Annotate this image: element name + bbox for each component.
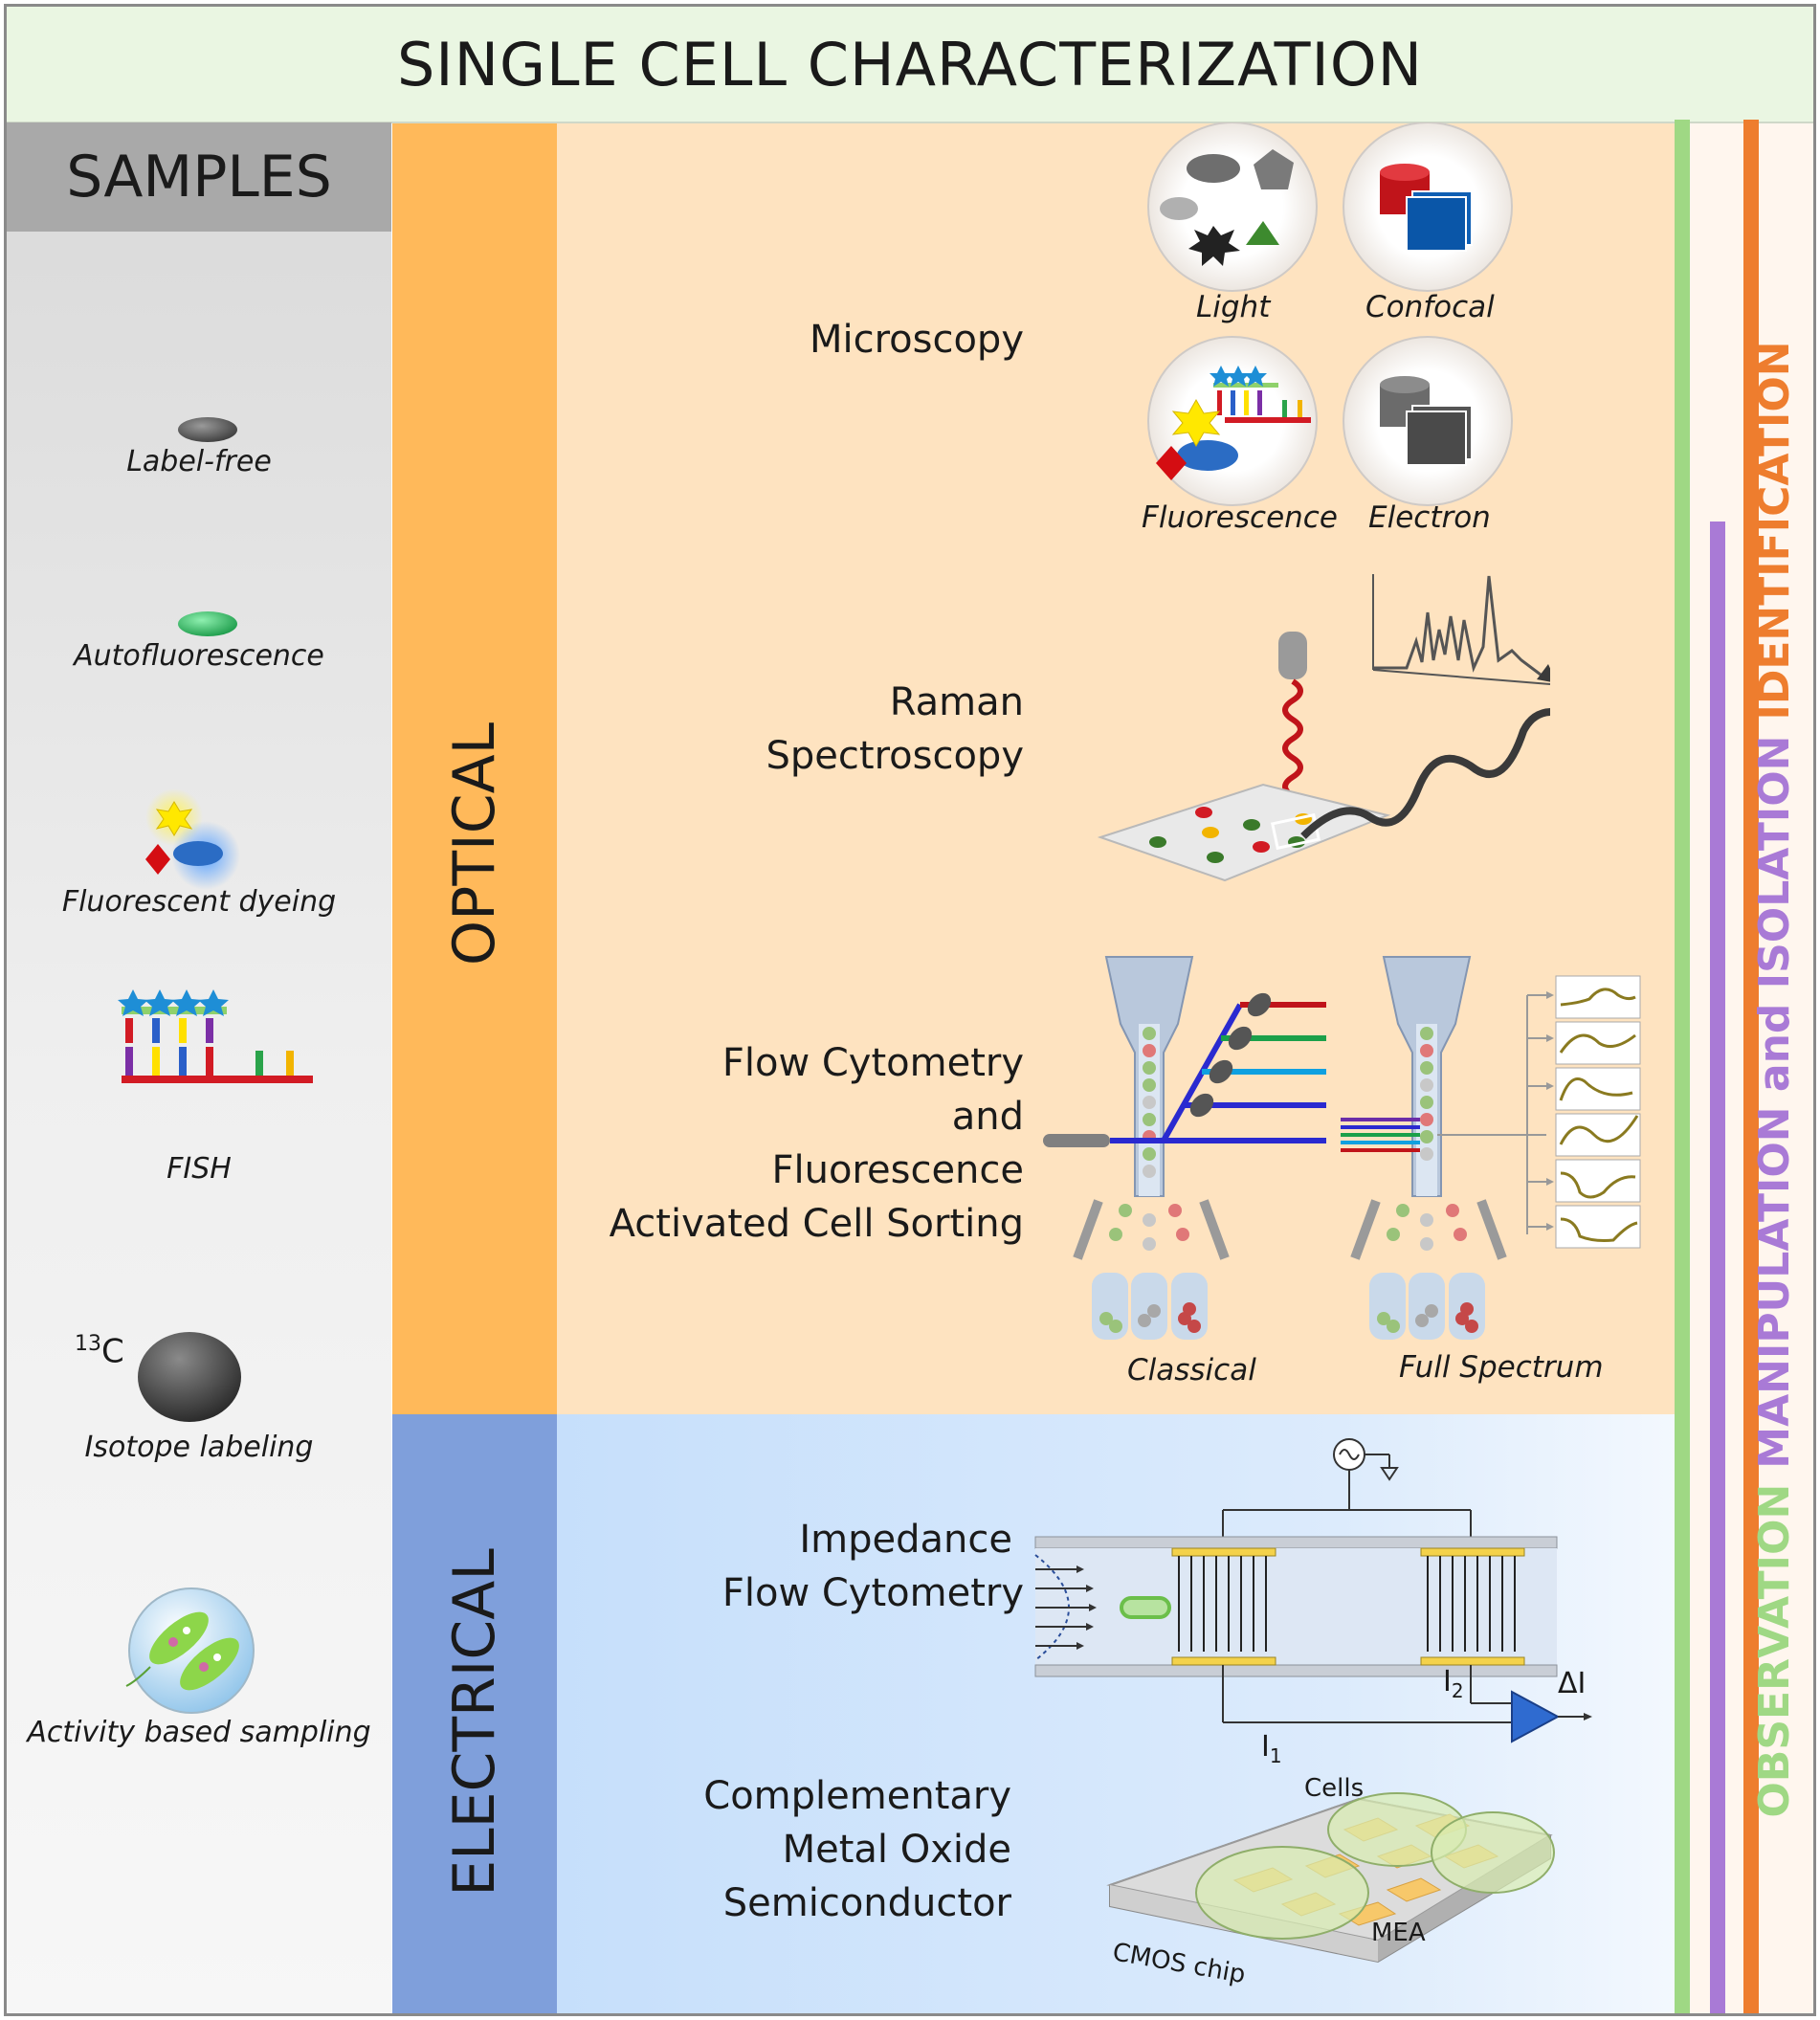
samples-heading: SAMPLES (7, 122, 391, 232)
manipulation-bar (1710, 522, 1725, 2014)
cmos-illustration (1106, 1792, 1555, 1964)
cmos-line3: Semiconductor (722, 1881, 1011, 1925)
raman-line1: Raman (889, 680, 1024, 724)
cmos-line1: Complementary (703, 1774, 1011, 1818)
page-title: SINGLE CELL CHARACTERIZATION (7, 7, 1813, 123)
fluorescent-dye-icon (145, 788, 240, 890)
raman-illustration (1097, 574, 1550, 882)
electrical-panel (557, 1414, 1676, 2013)
autofluorescence-cell-icon (178, 611, 237, 636)
method-raman: Raman Spectroscopy (689, 676, 1024, 783)
full-spectrum-flow-cell (1341, 956, 1641, 1340)
impedance-line2: Flow Cytometry (721, 1571, 1024, 1615)
current-i1-label: I1 (1261, 1730, 1282, 1767)
current-i2-label: I2 (1443, 1665, 1464, 1702)
cmos-line2: Metal Oxide (782, 1828, 1011, 1872)
caption-light: Light (1196, 290, 1271, 324)
spectrum-panels (1555, 975, 1641, 1249)
cell-blob-3 (1431, 1811, 1555, 1894)
cell-in-channel-icon (1120, 1596, 1171, 1619)
method-cmos: Complementary Metal Oxide Semiconductor (670, 1769, 1011, 1930)
isotope-mark: 13C (75, 1332, 124, 1371)
flow-line2: and (951, 1095, 1024, 1139)
caption-full-spectrum: Full Spectrum (1399, 1350, 1604, 1385)
cell-blob-1 (1195, 1846, 1369, 1940)
classical-flow-cell (1043, 956, 1326, 1340)
flow-line3: Fluorescence (771, 1148, 1024, 1192)
caption-classical: Classical (1127, 1353, 1256, 1387)
optical-panel (557, 122, 1676, 1414)
method-impedance: Impedance Flow Cytometry (670, 1513, 1024, 1620)
sample-fish: FISH (166, 1152, 232, 1186)
cmos-mea-label: MEA (1371, 1919, 1426, 1947)
sample-icons (118, 417, 313, 1714)
sample-isotope-labeling: Isotope labeling (84, 1431, 314, 1464)
flow-line1: Flow Cytometry (721, 1041, 1024, 1085)
method-flow-cytometry: Flow Cytometry and Fluorescence Activate… (574, 1036, 1024, 1251)
flow-cytometry-illustration (1043, 956, 1641, 1340)
raman-spectrum-line (1373, 575, 1542, 677)
raman-line2: Spectroscopy (766, 734, 1024, 778)
caption-confocal: Confocal (1365, 290, 1495, 324)
method-microscopy: Microscopy (809, 318, 1024, 362)
sample-activity-based: Activity based sampling (27, 1716, 371, 1749)
activity-sampling-icon (125, 1587, 255, 1714)
identification-bar (1743, 120, 1759, 2014)
sample-slide (1097, 783, 1391, 882)
sample-label-free: Label-free (126, 445, 272, 478)
label-free-cell-icon (178, 417, 237, 442)
laser-probe-icon (1278, 632, 1307, 679)
microscopy-illustrations (1147, 122, 1513, 506)
electrical-band (392, 1414, 557, 2013)
caption-fluorescence: Fluorescence (1142, 500, 1338, 535)
sample-autofluorescence: Autofluorescence (74, 639, 324, 673)
sample-fluorescent-dyeing: Fluorescent dyeing (61, 885, 337, 919)
observation-bar (1675, 120, 1690, 2014)
figure-frame (4, 4, 1816, 2016)
amplifier-icon (1511, 1690, 1561, 1743)
delta-i-label: ΔI (1558, 1667, 1587, 1700)
fish-probe-icon (118, 989, 313, 1083)
impedance-illustration (1034, 1438, 1592, 1743)
channel-bottom-wall (1034, 1664, 1558, 1677)
impedance-line1: Impedance (799, 1518, 1012, 1562)
cmos-cells-label: Cells (1304, 1774, 1365, 1803)
isotope-cell-icon (138, 1332, 241, 1422)
flow-line4: Activated Cell Sorting (609, 1202, 1024, 1246)
optical-band (392, 122, 557, 1414)
caption-electron: Electron (1368, 500, 1491, 535)
